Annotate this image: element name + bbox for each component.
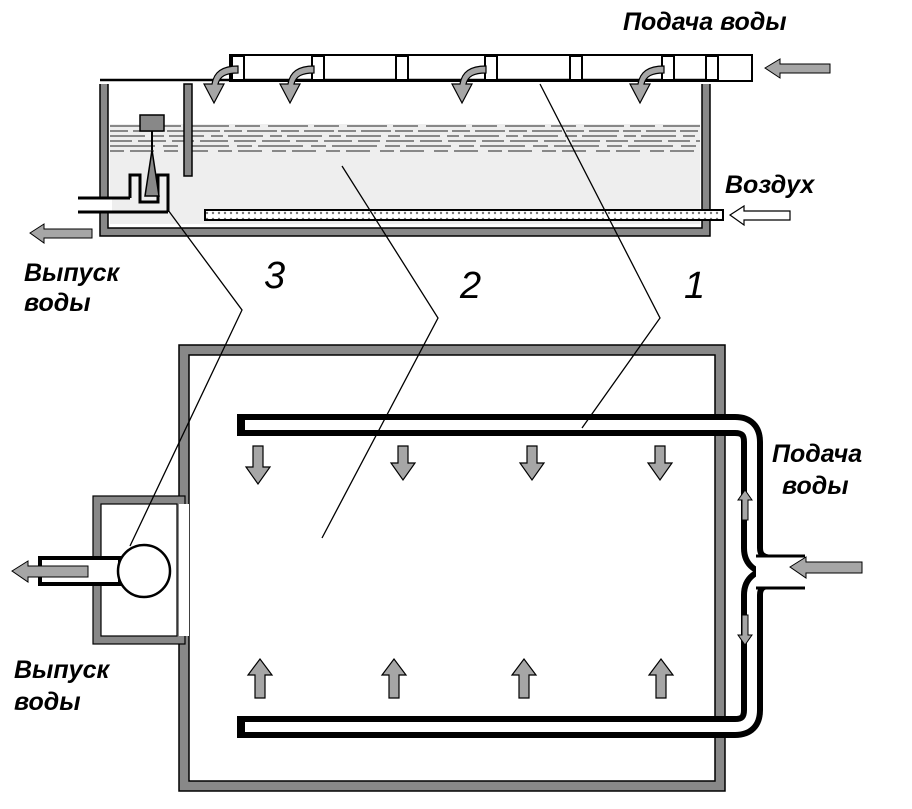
label-water-outlet-top-2: воды: [24, 289, 91, 317]
label-water-outlet-bottom-2: воды: [14, 688, 81, 716]
basin-wall-outline: [99, 84, 711, 237]
down-arrow-icon: [646, 445, 674, 482]
label-water-outlet-top-1: Выпуск: [24, 259, 120, 287]
callout-number-3: 3: [264, 255, 285, 297]
up-arrow-icon: [647, 658, 675, 699]
spray-arrow-icon: [203, 65, 239, 105]
leader-lines: [129, 83, 661, 547]
float-valve: [139, 114, 165, 197]
basin-wall-section: [100, 84, 710, 236]
label-air: Воздух: [725, 171, 815, 199]
pipe-flow-down-icon: [737, 614, 753, 646]
down-arrows: [244, 445, 674, 486]
section-view: [29, 54, 831, 244]
water-outlet-arrow-plan-icon: [11, 560, 89, 583]
down-arrow-icon: [389, 445, 417, 482]
aeration-pipe: [204, 209, 724, 221]
spray-arrow-icon: [451, 65, 487, 105]
up-arrows: [246, 658, 675, 699]
air-supply-arrow-icon: [728, 204, 791, 227]
label-water-supply-bottom-2: воды: [782, 472, 849, 500]
water-surface-lines: [110, 125, 700, 152]
plan-view: [11, 344, 863, 792]
leader-line-3: [129, 209, 243, 547]
pipe-flow-up-icon: [737, 489, 753, 521]
label-water-supply-top: Подача воды: [623, 8, 787, 36]
float-valve-plan: [116, 543, 172, 599]
spray-arrows: [203, 65, 665, 105]
water-supply-arrow-icon: [764, 58, 831, 79]
leader-line-1: [539, 83, 661, 429]
leader-line-2: [321, 165, 439, 539]
down-arrow-icon: [244, 445, 272, 486]
baffle: [183, 83, 193, 177]
spray-arrow-icon: [629, 65, 665, 105]
up-arrow-icon: [510, 658, 538, 699]
down-arrow-icon: [518, 445, 546, 482]
callout-number-1: 1: [684, 265, 705, 307]
label-water-supply-bottom-1: Подача: [772, 440, 862, 468]
up-arrow-icon: [246, 658, 274, 699]
distribution-pipe-section: [100, 54, 753, 82]
water-outlet-arrow-icon: [29, 223, 93, 244]
callout-number-2: 2: [459, 265, 481, 307]
spray-arrow-icon: [279, 65, 315, 105]
water-supply-arrow-plan-icon: [789, 556, 863, 579]
up-arrow-icon: [380, 658, 408, 699]
outlet-pipe-section: [78, 173, 170, 214]
label-water-outlet-bottom-1: Выпуск: [14, 656, 110, 684]
